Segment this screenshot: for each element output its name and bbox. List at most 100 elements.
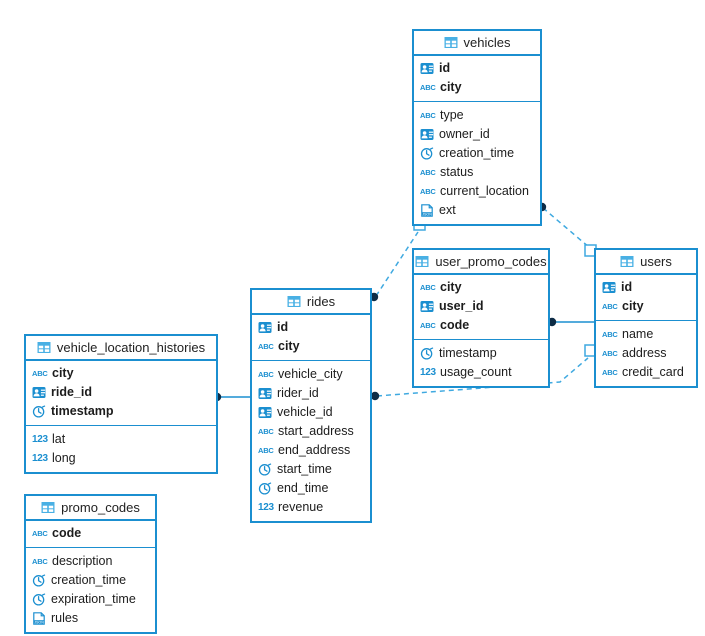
field-row[interactable]: rider_id [252, 384, 370, 403]
field-row[interactable]: owner_id [414, 125, 540, 144]
field-name: ride_id [51, 385, 92, 400]
field-row[interactable]: ABC end_address [252, 441, 370, 460]
field-name: timestamp [439, 346, 497, 361]
field-row[interactable]: end_time [252, 479, 370, 498]
field-row[interactable]: id [414, 59, 540, 78]
field-row[interactable]: id [252, 318, 370, 337]
entity-title-rides: rides [252, 290, 370, 315]
field-row[interactable]: expiration_time [26, 590, 155, 609]
field-name: end_address [278, 443, 351, 458]
field-name: ext [439, 203, 456, 218]
abc-text-icon: ABC [420, 83, 436, 92]
entity-title-users: users [596, 250, 696, 275]
abc-text-icon: ABC [602, 349, 618, 358]
field-row[interactable]: id [596, 278, 696, 297]
field-name: city [440, 280, 462, 295]
field-name: start_address [278, 424, 354, 439]
field-row[interactable]: creation_time [414, 144, 540, 163]
field-name: status [440, 165, 474, 180]
field-row[interactable]: JSON ext [414, 201, 540, 220]
field-row[interactable]: start_time [252, 460, 370, 479]
field-name: creation_time [51, 573, 127, 588]
field-name: vehicle_city [278, 367, 343, 382]
svg-text:JSON: JSON [422, 213, 432, 217]
field-name: vehicle_id [277, 405, 333, 420]
field-name: end_time [277, 481, 329, 496]
field-name: credit_card [622, 365, 684, 380]
entity-name-label: vehicle_location_histories [56, 340, 206, 355]
abc-text-icon: ABC [258, 446, 274, 455]
entity-name-label: users [640, 254, 672, 269]
entity-name-label: promo_codes [61, 500, 140, 515]
field-row[interactable]: ride_id [26, 383, 216, 402]
abc-text-icon: ABC [420, 187, 436, 196]
field-name: type [440, 108, 464, 123]
relationship-vlh-rides [212, 392, 250, 402]
clock-icon [420, 147, 434, 160]
clock-icon [420, 347, 434, 360]
entity-title-vehicle_location_histories: vehicle_location_histories [26, 336, 216, 361]
field-row[interactable]: ABC type [414, 106, 540, 125]
entity-title-promo_codes: promo_codes [26, 496, 155, 521]
field-row[interactable]: timestamp [414, 344, 548, 363]
person-card-icon [420, 129, 434, 140]
field-name: timestamp [51, 404, 114, 419]
abc-text-icon: ABC [420, 111, 436, 120]
field-row[interactable]: user_id [414, 297, 548, 316]
field-row[interactable]: timestamp [26, 402, 216, 421]
field-row[interactable]: ABC credit_card [596, 363, 696, 382]
field-row[interactable]: creation_time [26, 571, 155, 590]
person-card-icon [32, 387, 46, 398]
field-row[interactable]: ABC code [414, 316, 548, 335]
abc-text-icon: ABC [602, 368, 618, 377]
123-number-icon: 123 [258, 502, 274, 513]
field-name: name [622, 327, 654, 342]
svg-text:JSON: JSON [34, 621, 44, 625]
field-name: usage_count [440, 365, 512, 380]
field-name: code [440, 318, 470, 333]
field-name: revenue [278, 500, 324, 515]
clock-icon [32, 574, 46, 587]
field-name: code [52, 526, 82, 541]
123-number-icon: 123 [32, 453, 48, 464]
field-name: creation_time [439, 146, 515, 161]
clock-icon [258, 463, 272, 476]
abc-text-icon: ABC [602, 302, 618, 311]
field-row[interactable]: 123 revenue [252, 498, 370, 517]
relationship-upc-users [547, 317, 594, 327]
field-name: user_id [439, 299, 484, 314]
field-row[interactable]: vehicle_id [252, 403, 370, 422]
abc-text-icon: ABC [420, 321, 436, 330]
field-name: lat [52, 432, 66, 447]
